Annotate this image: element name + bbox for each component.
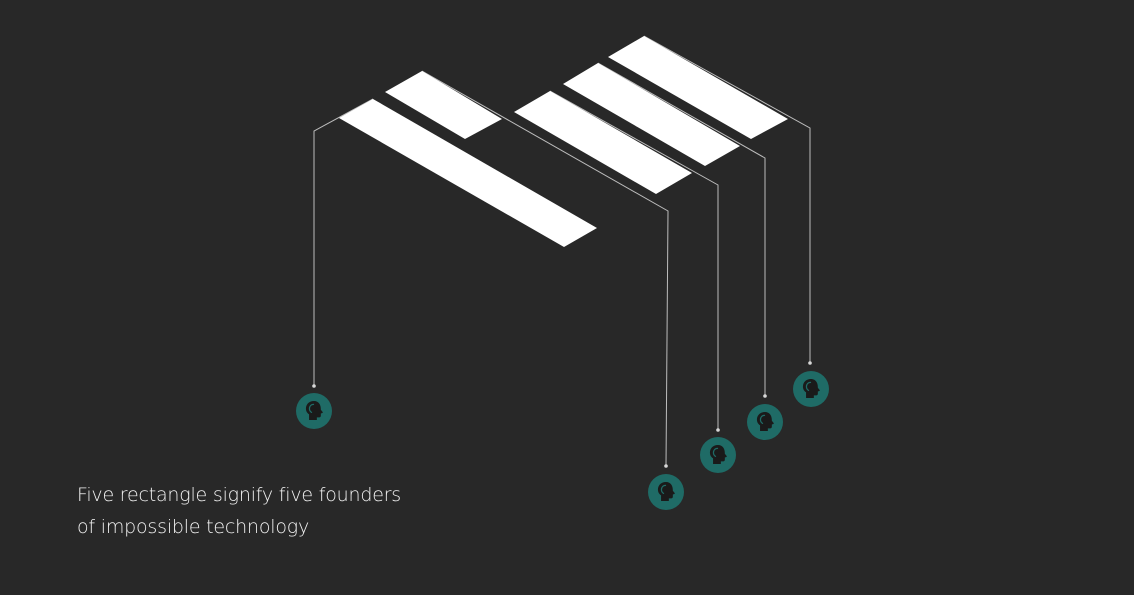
founder-badge-1	[296, 393, 332, 429]
connector-founder-2	[421, 70, 669, 467]
connector-dots	[312, 361, 812, 468]
connector-dot-1	[312, 384, 316, 388]
connector-founder-5	[643, 35, 811, 363]
connector-founder-4	[597, 62, 766, 396]
founder-badge-5	[793, 371, 829, 407]
connector-founder-3	[549, 90, 719, 430]
connector-dot-3	[716, 428, 720, 432]
connector-dot-4	[763, 394, 767, 398]
rectangle-1	[339, 99, 597, 247]
rectangle-2	[385, 71, 502, 139]
rectangle-4	[563, 63, 740, 166]
caption: Five rectangle signify five founders of …	[77, 479, 401, 543]
connector-founder-1	[313, 98, 374, 386]
connector-dot-2	[664, 464, 668, 468]
founder-rectangles	[339, 36, 788, 247]
connector-lines	[313, 35, 811, 467]
caption-line-2: of impossible technology	[77, 516, 310, 538]
founder-badge-2	[648, 474, 684, 510]
founder-badge-4	[747, 404, 783, 440]
caption-line-1: Five rectangle signify five founders	[77, 484, 402, 506]
founder-badge-3	[700, 437, 736, 473]
rectangle-3	[514, 91, 692, 194]
rectangle-5	[608, 36, 788, 139]
connector-dot-5	[808, 361, 812, 365]
